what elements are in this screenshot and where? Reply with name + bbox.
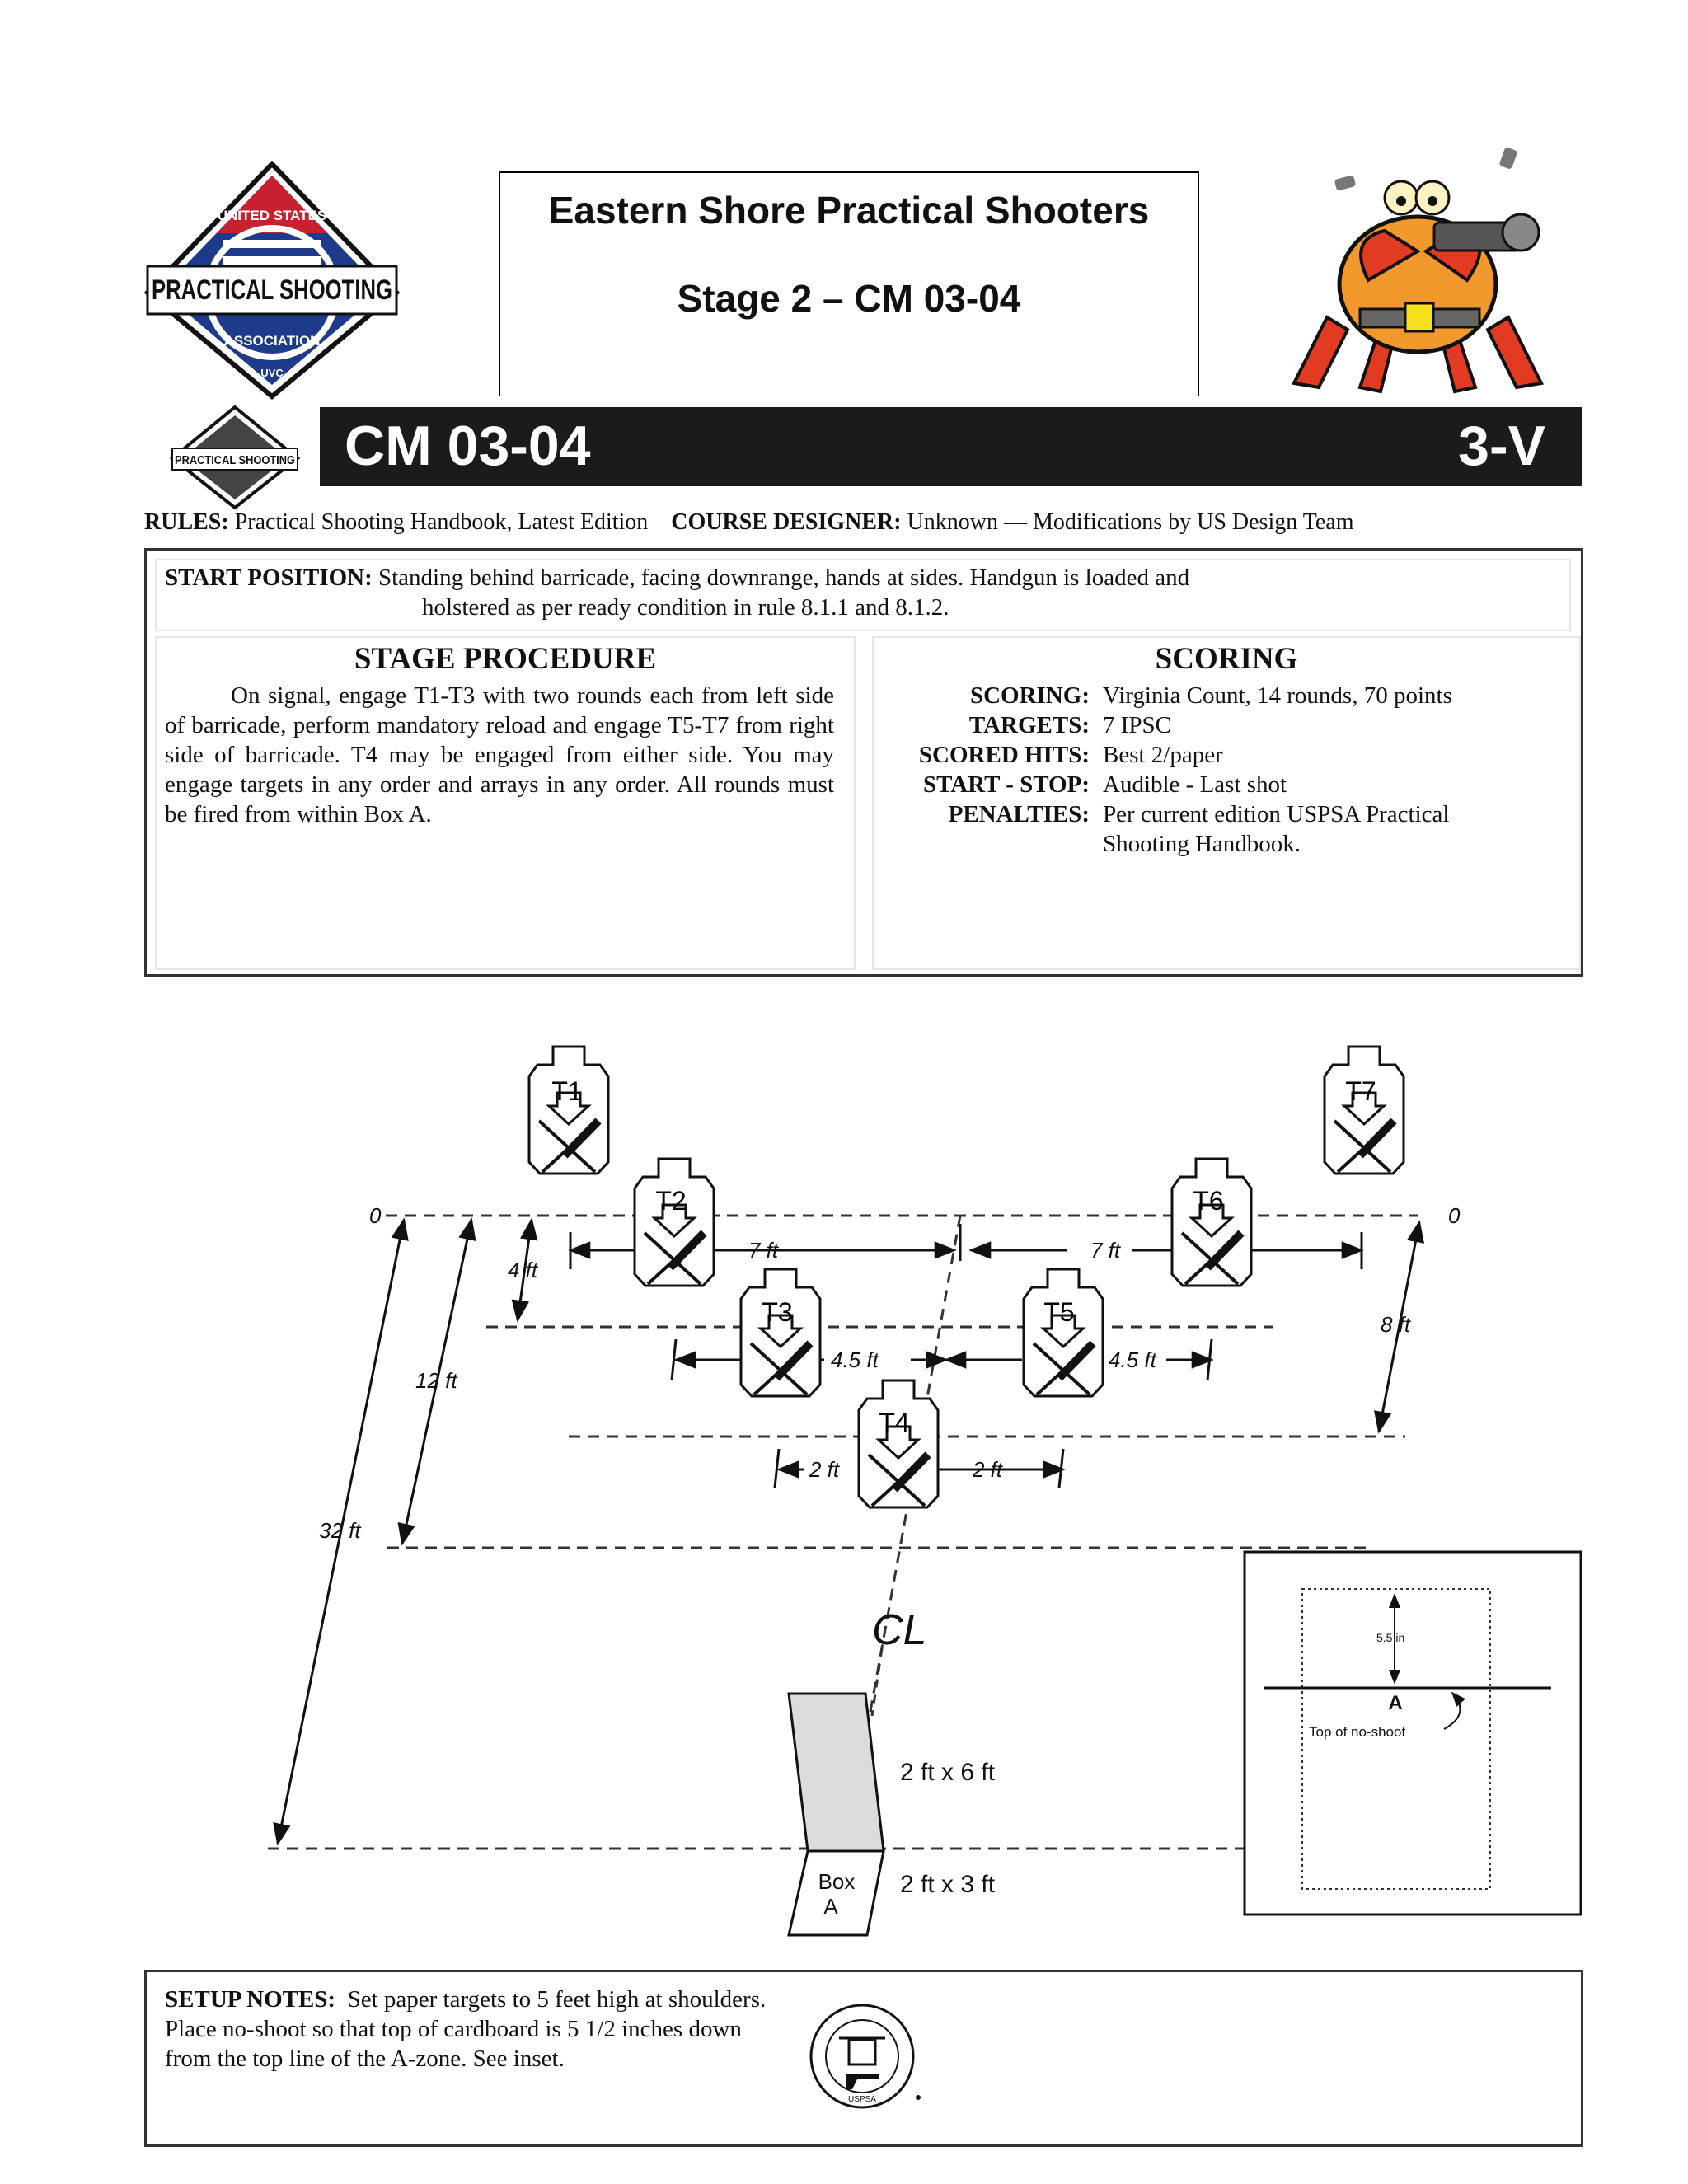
target-t4: T4 xyxy=(859,1380,938,1507)
svg-text:T3: T3 xyxy=(762,1297,792,1327)
logo-badge: UVC xyxy=(260,367,284,379)
no-shoot-inset xyxy=(1243,1550,1582,1916)
scoring-label: TARGETS: xyxy=(968,712,1090,738)
inset-note: Top of no-shoot xyxy=(1309,1724,1405,1740)
setup-notes-label: SETUP NOTES: xyxy=(165,1986,336,2013)
rules-label: RULES: xyxy=(144,509,229,535)
start-position-label: START POSITION: xyxy=(165,565,373,591)
centerline-label: CL xyxy=(872,1606,926,1654)
svg-text:T4: T4 xyxy=(879,1408,909,1437)
scoring-row: TARGETS: 7 IPSC xyxy=(882,710,1171,740)
dim-4-5ft-right: 4.5 ft xyxy=(1109,1347,1158,1372)
inset-zone-label: A xyxy=(1388,1692,1402,1714)
scoring-label: START - STOP: xyxy=(922,771,1090,798)
target-t3: T3 xyxy=(741,1269,820,1396)
dim-7ft-left: 7 ft xyxy=(748,1238,780,1263)
scoring-panel xyxy=(872,636,1581,970)
procedure-heading: STAGE PROCEDURE xyxy=(354,642,657,676)
logo-text-mid: PRACTICAL SHOOTING xyxy=(152,274,392,306)
uspsa-small-logo: PRACTICAL SHOOTING xyxy=(169,405,301,510)
scoring-label: SCORING: xyxy=(969,682,1090,709)
scoring-heading: SCORING xyxy=(1155,642,1298,676)
scoring-row: PENALTIES: Per current edition USPSA Prac… xyxy=(882,799,1450,829)
scoring-value: 7 IPSC xyxy=(1103,712,1172,738)
seal-text: USPSA xyxy=(848,2095,876,2104)
svg-text:T7: T7 xyxy=(1345,1076,1376,1106)
procedure-text: On signal, engage T1-T3 with two rounds … xyxy=(165,682,834,827)
start-position-line2: holstered as per ready condition in rule… xyxy=(422,594,950,621)
designer-value: Unknown — Modifications by US Design Tea… xyxy=(907,509,1354,535)
small-logo-text: PRACTICAL SHOOTING xyxy=(175,453,295,467)
dim-2ft-left: 2 ft xyxy=(809,1457,841,1482)
uspsa-seal-icon: USPSA xyxy=(809,2004,921,2109)
scoring-value: Best 2/paper xyxy=(1103,742,1223,768)
dim-7ft-right: 7 ft xyxy=(1090,1238,1122,1263)
dim-2ft-right: 2 ft xyxy=(972,1457,1004,1482)
scoring-value: Per current edition USPSA Practical xyxy=(1103,801,1450,827)
start-position: START POSITION: Standing behind barricad… xyxy=(165,563,1401,622)
rules-line: RULES: Practical Shooting Handbook, Late… xyxy=(144,509,1354,536)
zero-right-label: 0 xyxy=(1448,1203,1461,1228)
rules-value: Practical Shooting Handbook, Latest Edit… xyxy=(234,509,649,535)
designer-label: COURSE DESIGNER: xyxy=(671,509,902,535)
scoring-value: Virginia Count, 14 rounds, 70 points xyxy=(1103,682,1452,709)
start-position-panel xyxy=(155,559,1571,631)
svg-text:T6: T6 xyxy=(1193,1186,1223,1216)
scoring-row: START - STOP: Audible - Last shot xyxy=(882,770,1287,799)
zero-left-label: 0 xyxy=(369,1203,382,1228)
box-upper-size: 2 ft x 6 ft xyxy=(900,1759,996,1786)
box-a xyxy=(787,1849,885,1937)
target-t6: T6 xyxy=(1172,1159,1251,1286)
scoring-value: Shooting Handbook. xyxy=(1103,831,1301,857)
dim-12ft: 12 ft xyxy=(415,1368,458,1393)
target-t7: T7 xyxy=(1325,1047,1404,1174)
logo-text-top: UNITED STATES xyxy=(218,208,327,223)
box-upper-area xyxy=(787,1692,885,1853)
dim-4-5ft-left: 4.5 ft xyxy=(831,1347,880,1372)
box-label-2: A xyxy=(823,1894,838,1919)
course-division: 3-V xyxy=(1458,415,1545,477)
dim-4ft: 4 ft xyxy=(508,1258,539,1282)
svg-text:T5: T5 xyxy=(1043,1297,1074,1327)
scoring-row: Shooting Handbook. xyxy=(882,829,1301,859)
scoring-label: SCORED HITS: xyxy=(918,742,1090,768)
box-label-1: Box xyxy=(818,1869,856,1894)
course-banner: CM 03-04 3-V xyxy=(320,407,1582,486)
uspsa-logo: UNITED STATES PRACTICAL SHOOTING ASSOCIA… xyxy=(144,161,400,400)
stage-title: Stage 2 – CM 03-04 xyxy=(677,277,1021,320)
box-lower-size: 2 ft x 3 ft xyxy=(900,1871,996,1898)
crab-mascot-icon xyxy=(1292,148,1544,394)
dim-32ft: 32 ft xyxy=(319,1518,362,1543)
course-code: CM 03-04 xyxy=(345,415,591,477)
procedure-panel xyxy=(155,636,856,970)
header-title-box xyxy=(499,171,1199,396)
inset-measure: 5.5 in xyxy=(1376,1631,1404,1644)
svg-text:T2: T2 xyxy=(655,1186,686,1216)
target-t5: T5 xyxy=(1024,1269,1103,1396)
target-t1: T1 xyxy=(529,1047,608,1174)
setup-notes-text: Set paper targets to 5 feet high at shou… xyxy=(165,1986,767,2072)
setup-notes-box xyxy=(144,1970,1583,2147)
svg-text:T1: T1 xyxy=(551,1076,582,1106)
setup-notes: SETUP NOTES: Set paper targets to 5 feet… xyxy=(165,1985,779,2074)
scoring-row: SCORING: Virginia Count, 14 rounds, 70 po… xyxy=(882,681,1452,710)
dim-8ft: 8 ft xyxy=(1381,1312,1412,1337)
stage-info-box xyxy=(144,548,1583,977)
target-t2: T2 xyxy=(635,1159,714,1286)
logo-text-bottom: ASSOCIATION xyxy=(224,333,321,349)
scoring-row: SCORED HITS: Best 2/paper xyxy=(882,740,1223,770)
club-name: Eastern Shore Practical Shooters xyxy=(548,189,1150,232)
scoring-label: PENALTIES: xyxy=(948,801,1090,827)
start-position-line1: Standing behind barricade, facing downra… xyxy=(377,565,1190,591)
scoring-value: Audible - Last shot xyxy=(1103,771,1287,798)
